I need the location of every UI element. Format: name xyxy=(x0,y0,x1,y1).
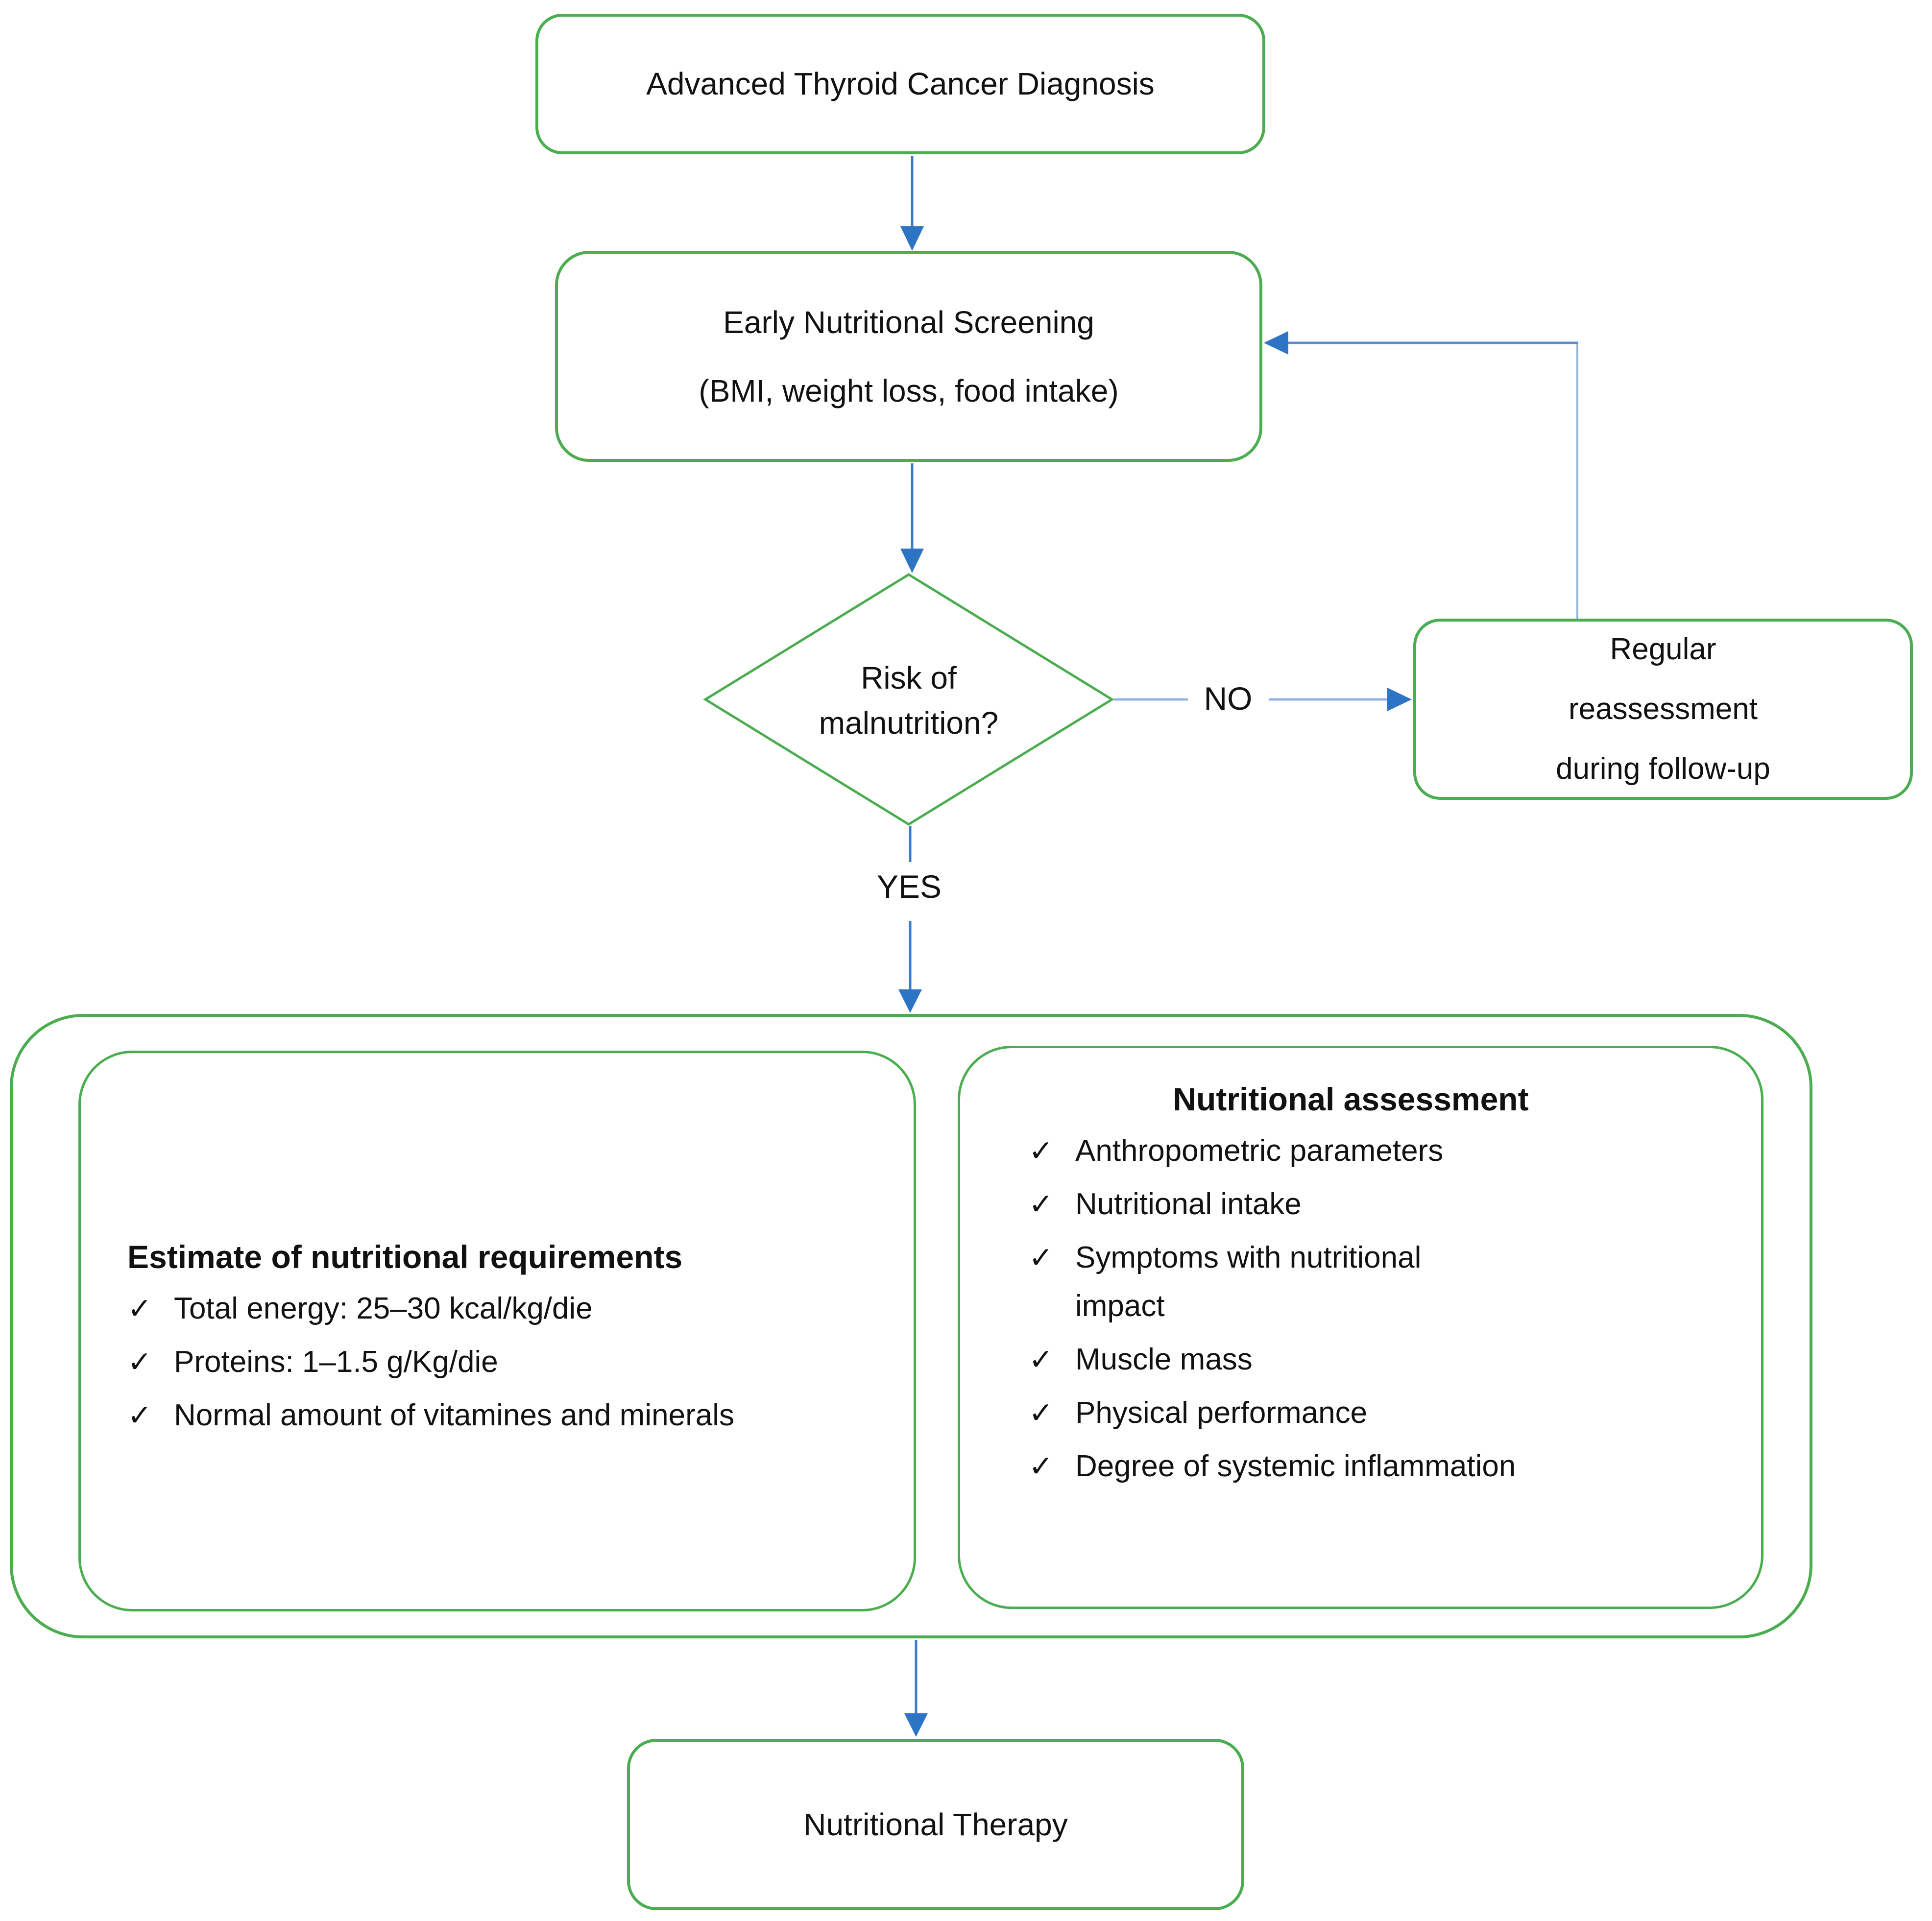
panel-title: Nutritional assessment xyxy=(1173,1081,1529,1117)
check-list: ✓ Total energy: 25–30 kcal/kg/die ✓ Prot… xyxy=(127,1284,884,1440)
list-item: ✓ Physical performance xyxy=(1029,1389,1732,1437)
node-label-line1: Early Nutritional Screening xyxy=(723,304,1094,340)
node-regular-reassessment: Regular reassessment during follow-up xyxy=(1413,619,1913,800)
checkmark-icon: ✓ xyxy=(1029,1134,1054,1167)
list-item-text: Total energy: 25–30 kcal/kg/die xyxy=(174,1291,593,1325)
checkmark-icon: ✓ xyxy=(127,1345,152,1378)
node-risk-of-malnutrition: Risk of malnutrition? xyxy=(705,612,1112,789)
node-advanced-thyroid-cancer-diagnosis: Advanced Thyroid Cancer Diagnosis xyxy=(535,14,1265,154)
checkmark-icon: ✓ xyxy=(1029,1343,1054,1376)
panel-title: Estimate of nutritional requirements xyxy=(127,1238,683,1275)
panel-nutritional-assessment: Nutritional assessment ✓ Anthropometric … xyxy=(958,1046,1763,1609)
node-label: Nutritional Therapy xyxy=(803,1806,1068,1842)
node-label: Advanced Thyroid Cancer Diagnosis xyxy=(646,66,1155,101)
node-label-line2: reassessment xyxy=(1569,692,1758,726)
checkmark-icon: ✓ xyxy=(1029,1396,1054,1429)
list-item-text: Symptoms with nutritional impact xyxy=(1075,1241,1422,1323)
checkmark-icon: ✓ xyxy=(127,1398,152,1432)
checkmark-icon: ✓ xyxy=(1029,1241,1054,1274)
node-label-line1: Regular xyxy=(1610,632,1716,666)
list-item-text: Muscle mass xyxy=(1075,1343,1253,1376)
list-item-text: Normal amount of vitamines and minerals xyxy=(174,1398,735,1432)
checkmark-icon: ✓ xyxy=(127,1292,152,1325)
list-item: ✓ Degree of systemic inflammation xyxy=(1029,1442,1732,1490)
node-label-line1: Risk of xyxy=(861,660,957,696)
panel-nutritional-requirements: Estimate of nutritional requirements ✓ T… xyxy=(78,1051,916,1611)
list-item: ✓ Muscle mass xyxy=(1029,1335,1732,1384)
node-label-line3: during follow-up xyxy=(1556,752,1770,786)
list-item-text: Degree of systemic inflammation xyxy=(1075,1449,1516,1483)
list-item-text: Physical performance xyxy=(1075,1396,1368,1430)
checkmark-icon: ✓ xyxy=(1029,1450,1054,1483)
yes-edge-label: YES xyxy=(860,868,958,905)
list-item: ✓ Proteins: 1–1.5 g/Kg/die xyxy=(127,1338,884,1386)
arrowhead-down-icon xyxy=(904,1713,928,1737)
node-nutritional-therapy: Nutritional Therapy xyxy=(627,1739,1244,1910)
list-item-text: Nutritional intake xyxy=(1075,1187,1302,1221)
arrowhead-right-icon xyxy=(1387,688,1412,711)
node-label-line2: (BMI, weight loss, food intake) xyxy=(699,373,1119,408)
list-item-text: Anthropometric parameters xyxy=(1075,1134,1444,1168)
no-edge-label: NO xyxy=(1191,680,1265,717)
check-list: ✓ Anthropometric parameters ✓ Nutritiona… xyxy=(1029,1127,1732,1490)
list-item: ✓ Nutritional intake xyxy=(1029,1180,1732,1228)
list-item: ✓ Total energy: 25–30 kcal/kg/die xyxy=(127,1284,884,1333)
checkmark-icon: ✓ xyxy=(1029,1188,1054,1221)
arrowhead-down-icon xyxy=(900,226,924,251)
arrowhead-left-icon xyxy=(1264,331,1288,355)
list-item: ✓ Normal amount of vitamines and mineral… xyxy=(127,1391,884,1440)
list-item: ✓ Symptoms with nutritional impact xyxy=(1029,1233,1732,1330)
arrowhead-down-icon xyxy=(898,989,922,1013)
decision-diamond xyxy=(703,573,1114,826)
arrowhead-down-icon xyxy=(900,549,924,573)
list-item-text: Proteins: 1–1.5 g/Kg/die xyxy=(174,1345,498,1379)
list-item: ✓ Anthropometric parameters xyxy=(1029,1127,1732,1175)
node-label-line2: malnutrition? xyxy=(819,705,999,741)
node-early-nutritional-screening: Early Nutritional Screening (BMI, weight… xyxy=(555,251,1262,462)
